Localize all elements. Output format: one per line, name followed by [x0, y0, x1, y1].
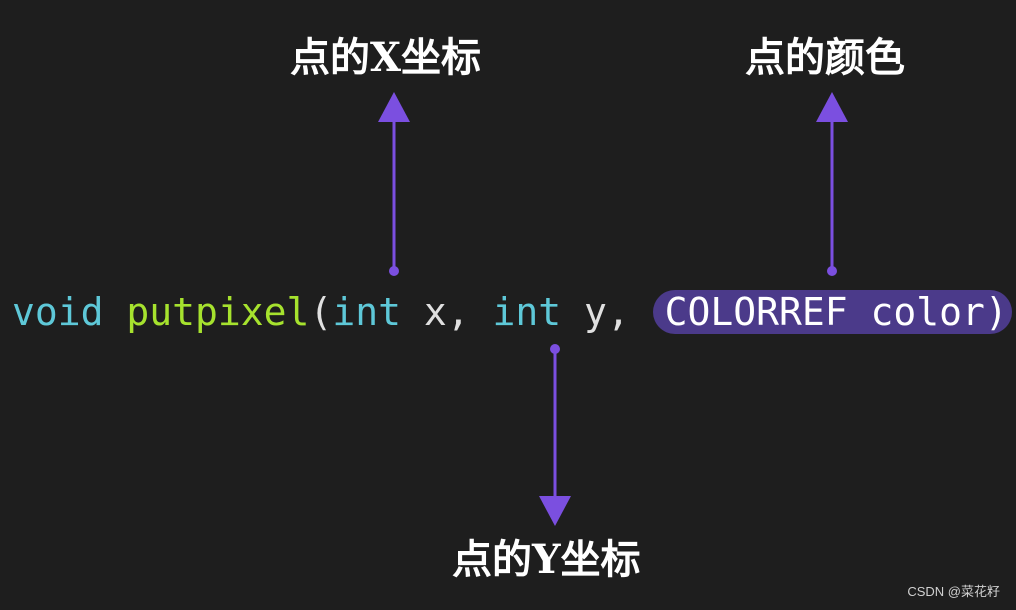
keyword-int-y: int: [492, 290, 562, 334]
param-y: y,: [561, 290, 653, 334]
semicolon: ;: [1012, 290, 1016, 334]
code-signature: void putpixel(int x, int y, COLORREF col…: [12, 289, 1016, 335]
x-coordinate-label: 点的X坐标: [290, 34, 482, 81]
csdn-watermark: CSDN @菜花籽: [907, 584, 1000, 599]
arrow-to-color-label: [816, 92, 848, 276]
color-param-highlight: COLORREF color): [652, 290, 1012, 334]
keyword-int-x: int: [332, 290, 401, 334]
param-x: x,: [400, 290, 493, 334]
keyword-void: void: [12, 290, 104, 334]
color-label: 点的颜色: [745, 34, 905, 81]
y-coordinate-label: 点的Y坐标: [452, 536, 641, 583]
open-paren: (: [309, 290, 333, 334]
function-name: putpixel: [126, 290, 310, 334]
arrow-to-y-label: [539, 344, 571, 526]
arrow-to-x-label: [378, 92, 410, 276]
